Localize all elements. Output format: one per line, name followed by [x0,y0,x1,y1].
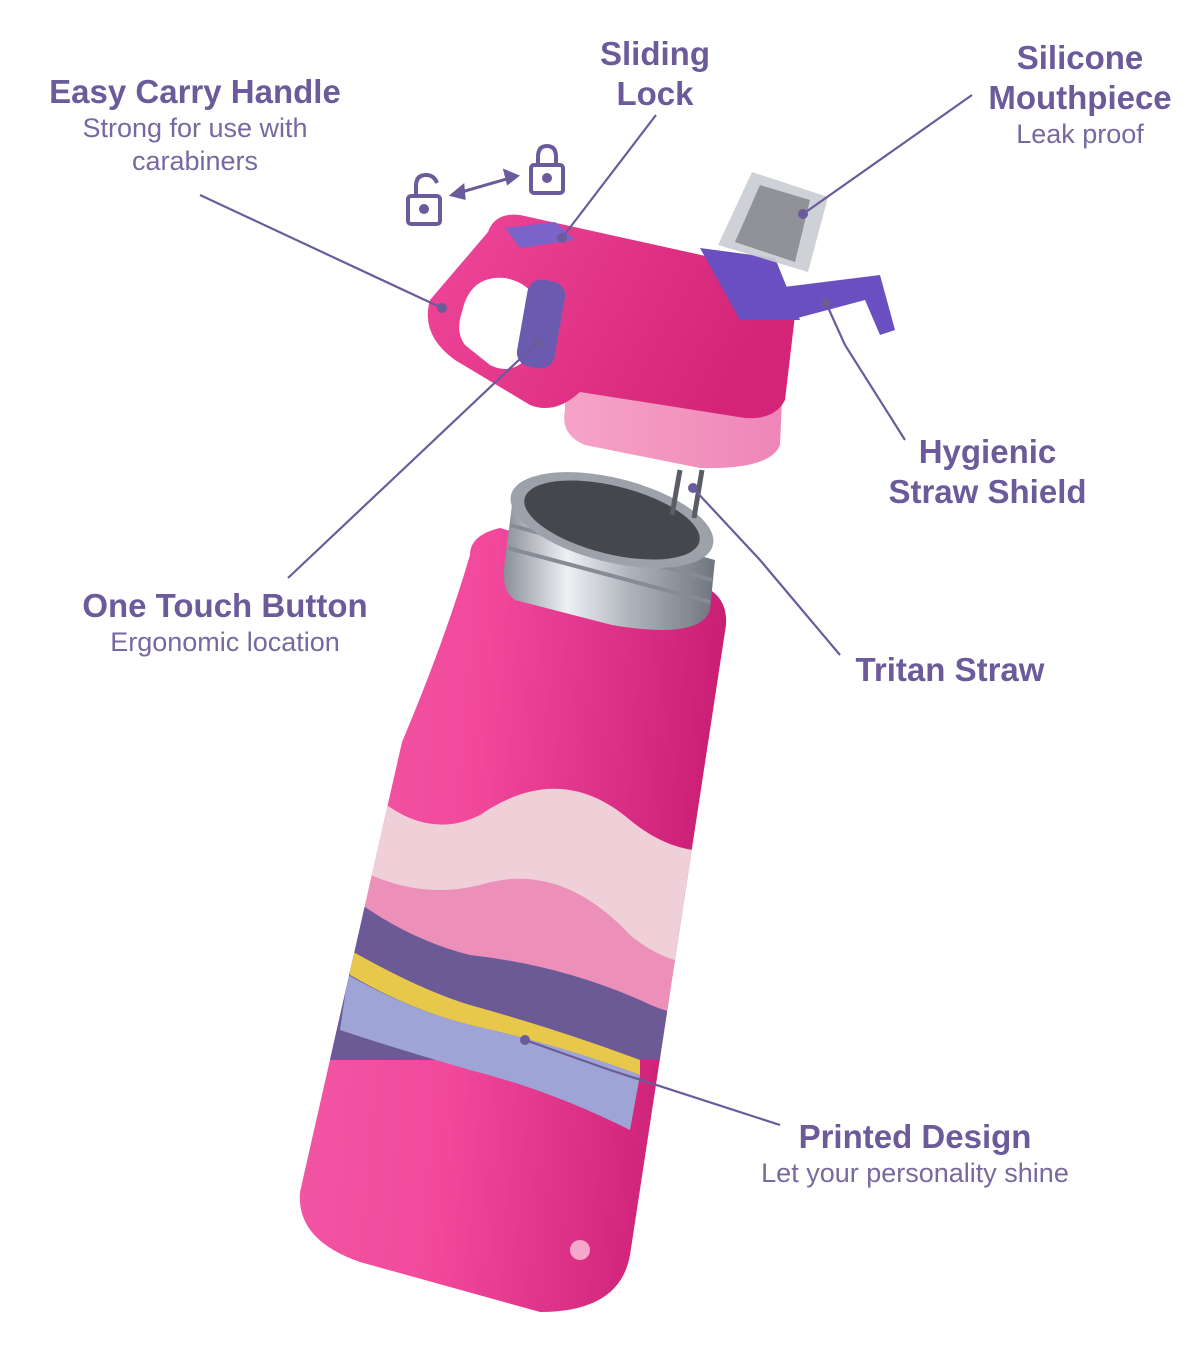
lock-open-icon [406,172,442,226]
callout-sliding-lock: Sliding Lock [560,34,750,114]
printed-wave-design [300,788,727,1130]
callout-title: Hygienic Straw Shield [888,433,1087,510]
callout-hygienic-straw-shield: Hygienic Straw Shield [870,432,1105,512]
callout-title: Sliding Lock [600,35,710,112]
sliding-lock-switch [505,222,575,248]
steel-neck [503,472,715,630]
callout-title: Tritan Straw [855,651,1045,688]
callout-printed-design: Printed Design Let your personality shin… [725,1117,1105,1190]
brand-logo-icon [570,1240,590,1260]
callout-description: Ergonomic location [110,627,340,657]
callout-one-touch-button: One Touch Button Ergonomic location [55,586,395,659]
one-touch-button [516,279,566,369]
callout-title: Printed Design [798,1118,1032,1155]
leader-shield [824,302,906,441]
leader-design [524,1038,781,1127]
leader-handle [199,194,443,309]
callout-silicone-mouthpiece: Silicone Mouthpiece Leak proof [965,38,1195,151]
callout-title: Silicone Mouthpiece [988,39,1172,116]
leader-dots [437,209,831,1045]
bottle-body [299,528,727,1312]
bottle-lid [427,214,795,469]
lock-closed-icon [529,143,565,195]
callout-description: Strong for use with carabiners [82,113,308,176]
callout-title: Easy Carry Handle [49,73,341,110]
leader-lock [561,114,657,239]
leader-lines [199,94,973,1127]
callout-title: One Touch Button [82,587,368,624]
callout-description: Let your personality shine [761,1158,1069,1188]
callout-easy-carry-handle: Easy Carry Handle Strong for use with ca… [30,72,360,178]
mouthpiece-assembly [700,172,895,335]
leader-straw [692,487,841,656]
double-arrow-icon [448,168,520,200]
callout-description: Leak proof [1016,119,1144,149]
leader-button [287,341,539,579]
leader-mouthpiece [802,94,973,215]
callout-tritan-straw: Tritan Straw [835,650,1065,690]
